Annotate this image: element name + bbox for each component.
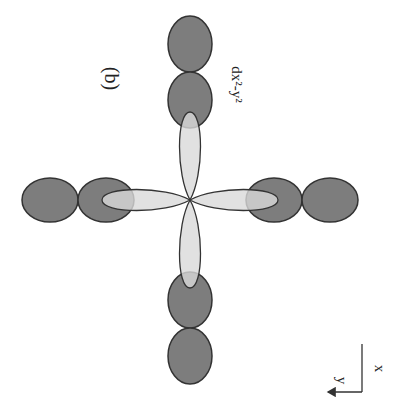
orbital-label: dx²-y²: [228, 66, 245, 103]
axis-label: x: [372, 364, 389, 372]
d-orbital-lobes: [102, 112, 278, 288]
ligand-p-orbitals: [22, 16, 358, 384]
axis-label: y: [334, 376, 351, 384]
panel-label: (b): [100, 66, 123, 89]
axis-symbol: [328, 344, 362, 392]
